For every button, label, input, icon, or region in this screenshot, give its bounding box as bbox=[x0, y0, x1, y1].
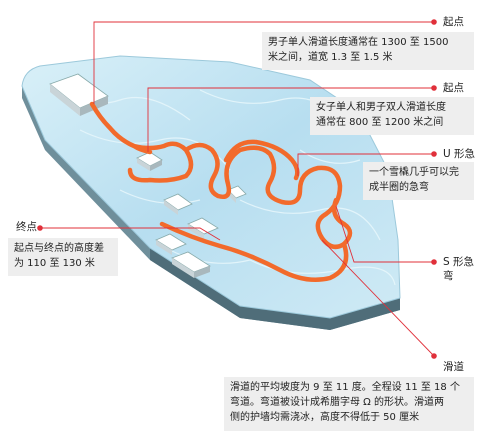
finish-title: 终点 bbox=[16, 221, 37, 233]
ice-slab-front bbox=[150, 248, 400, 330]
leader-lines bbox=[40, 21, 435, 357]
leader-dots bbox=[37, 19, 437, 359]
start-building-men bbox=[49, 73, 109, 116]
u-turn-description: 一个雪橇几乎可以完 成半圈的急弯 bbox=[363, 162, 474, 200]
s-turn-title: S 形急弯 bbox=[443, 256, 475, 282]
finish-buildings bbox=[155, 193, 219, 278]
finish-description: 起点与终点的高度差 为 110 至 130 米 bbox=[8, 238, 118, 276]
start-men-description: 男子单人滑道长度通常在 1300 至 1500 米之间，道宽 1.3 至 1.5… bbox=[262, 32, 474, 70]
start-women-title: 起点 bbox=[443, 82, 464, 94]
luge-track-lower bbox=[159, 221, 349, 282]
luge-track-upper-branch bbox=[223, 139, 300, 181]
start-building-women bbox=[136, 151, 163, 171]
start-women-description: 女子单人和男子双人滑道长度 通常在 800 至 1200 米之间 bbox=[310, 97, 474, 135]
track-description: 滑道的平均坡度为 9 至 11 度。全程设 11 至 18 个 弯道。弯道被设计… bbox=[224, 377, 474, 431]
start-men-title: 起点 bbox=[443, 16, 464, 28]
track-title: 滑道 bbox=[443, 361, 464, 373]
